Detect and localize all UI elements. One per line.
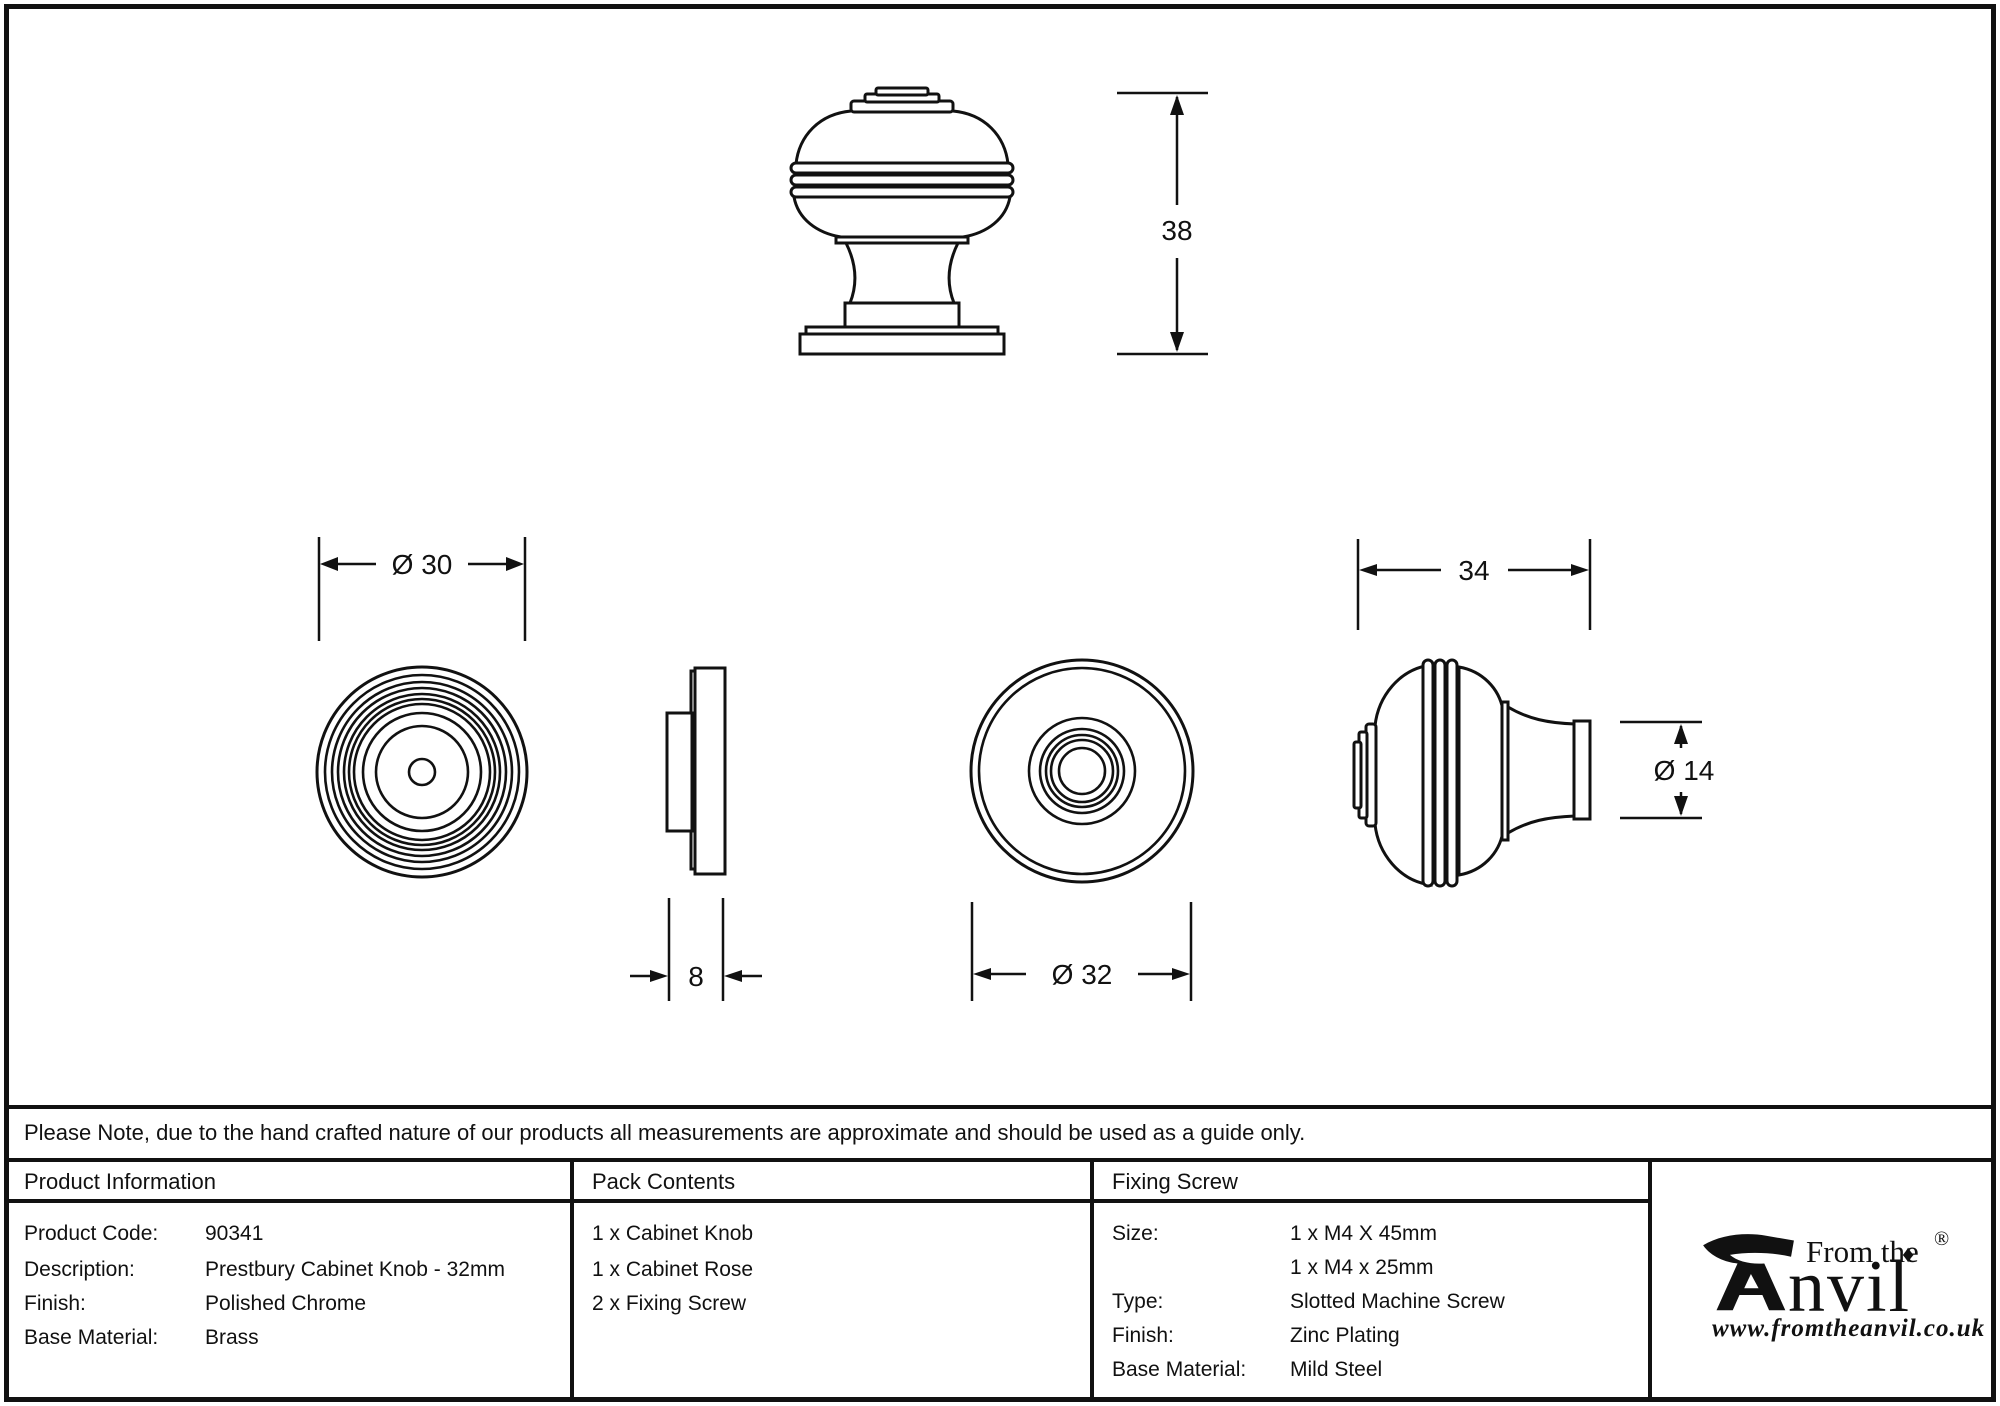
description-value: Prestbury Cabinet Knob - 32mm xyxy=(205,1258,505,1281)
screw-type-label: Type: xyxy=(1112,1290,1164,1313)
logo-tagline: From the xyxy=(1806,1234,1919,1269)
product-information-header: Product Information xyxy=(24,1169,216,1194)
pack-contents-header: Pack Contents xyxy=(592,1169,736,1194)
base-material-label: Base Material: xyxy=(24,1326,159,1349)
screw-size-label: Size: xyxy=(1112,1222,1159,1245)
knob-face-view xyxy=(317,667,527,877)
technical-drawing: 38 Ø 30 xyxy=(0,0,1714,1105)
registered-trademark-icon: ® xyxy=(1934,1228,1950,1250)
note-row-top-border xyxy=(6,1105,1994,1109)
screw-size-value-2: 1 x M4 x 25mm xyxy=(1290,1256,1434,1279)
table-column-divider-1 xyxy=(570,1162,574,1400)
dim-label-38: 38 xyxy=(1161,215,1192,246)
dimension-knob-depth: 34 xyxy=(1358,539,1590,630)
screw-type-value: Slotted Machine Screw xyxy=(1290,1290,1505,1313)
note-row-bottom-border xyxy=(6,1158,1994,1162)
finish-label: Finish: xyxy=(24,1292,86,1315)
screw-base-material-value: Mild Steel xyxy=(1290,1358,1383,1381)
description-label: Description: xyxy=(24,1258,135,1281)
screw-finish-value: Zinc Plating xyxy=(1290,1324,1400,1347)
measurement-note: Please Note, due to the hand crafted nat… xyxy=(24,1120,1306,1145)
base-material-value: Brass xyxy=(205,1326,259,1349)
rose-side-view xyxy=(667,668,725,874)
dimension-knob-face-diameter: Ø 30 xyxy=(319,537,525,641)
logo-brand: nvil xyxy=(1788,1246,1912,1328)
logo-website: www.fromtheanvil.co.uk xyxy=(1712,1315,1986,1342)
product-code-label: Product Code: xyxy=(24,1222,159,1245)
dimension-knob-height: 38 xyxy=(1117,93,1208,354)
table-column-divider-2 xyxy=(1090,1162,1094,1400)
diamond-icon: ♦ xyxy=(1902,1242,1915,1268)
rose-face-view xyxy=(971,660,1193,882)
dim-label-34: 34 xyxy=(1458,555,1489,586)
pack-item: 1 x Cabinet Knob xyxy=(592,1222,754,1245)
page-border xyxy=(4,4,1996,1402)
dimension-rose-diameter: Ø 32 xyxy=(972,902,1191,1001)
dimension-neck-diameter: Ø 14 xyxy=(1620,722,1714,818)
knob-front-elevation xyxy=(791,88,1013,354)
dim-label-dia-32: Ø 32 xyxy=(1052,959,1113,990)
dim-label-8: 8 xyxy=(688,961,704,992)
screw-finish-label: Finish: xyxy=(1112,1324,1174,1347)
dimension-rose-depth: 8 xyxy=(630,898,762,1001)
dim-label-dia-14: Ø 14 xyxy=(1654,755,1715,786)
table-column-divider-3 xyxy=(1648,1162,1652,1400)
pack-item: 1 x Cabinet Rose xyxy=(592,1258,754,1281)
knob-side-view xyxy=(1354,660,1590,886)
screw-base-material-label: Base Material: xyxy=(1112,1358,1247,1381)
screw-size-value-1: 1 x M4 X 45mm xyxy=(1290,1222,1438,1245)
dim-label-dia-30: Ø 30 xyxy=(392,549,453,580)
table-header-divider xyxy=(6,1199,1650,1203)
fixing-screw-header: Fixing Screw xyxy=(1112,1169,1238,1194)
pack-item: 2 x Fixing Screw xyxy=(592,1292,747,1315)
finish-value: Polished Chrome xyxy=(205,1292,367,1315)
product-code-value: 90341 xyxy=(205,1222,264,1245)
anvil-icon xyxy=(1703,1234,1794,1311)
